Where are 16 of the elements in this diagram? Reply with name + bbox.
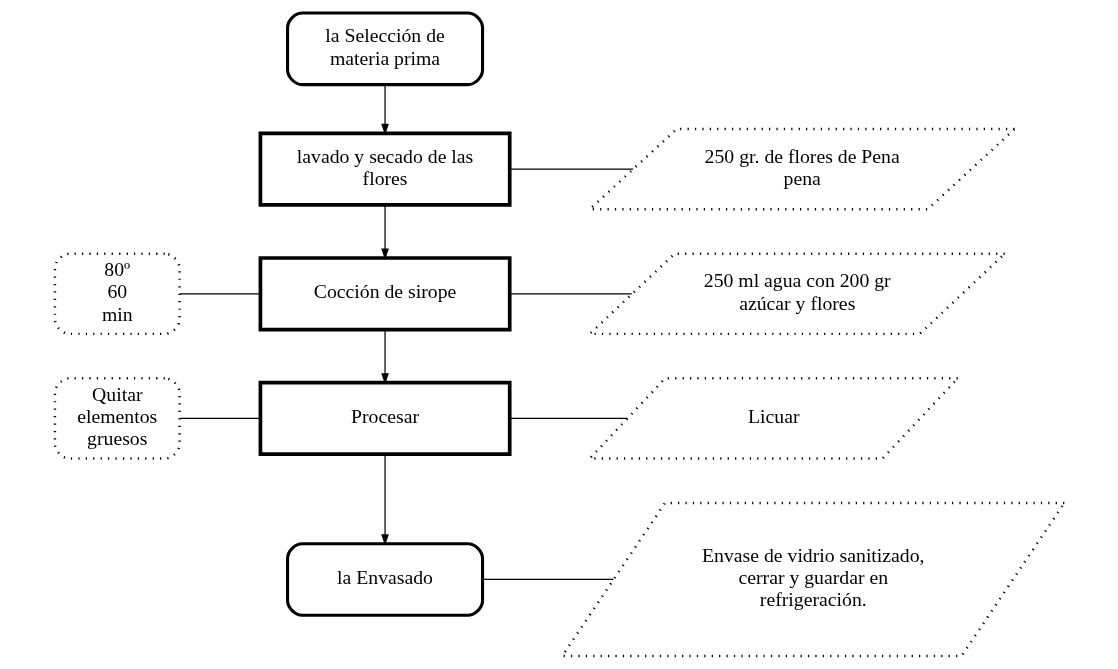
node-box: Procesar <box>258 380 512 457</box>
connector <box>508 417 628 420</box>
node-box: la Selección de materia prima <box>285 11 484 87</box>
connector <box>508 168 634 170</box>
arrow <box>380 453 389 546</box>
arrow <box>380 84 389 135</box>
connector <box>508 293 632 295</box>
node-box: la Envasado <box>285 542 484 617</box>
node-box: lavado y secado de las flores <box>258 131 512 207</box>
node-box: Cocción de sirope <box>258 256 512 332</box>
node-box: Quitar elementos gruesos <box>53 377 181 460</box>
node-box: 80º 60 min <box>53 252 181 336</box>
connector <box>481 578 614 581</box>
arrow <box>380 204 389 260</box>
connector <box>178 417 261 420</box>
connector <box>178 293 261 295</box>
